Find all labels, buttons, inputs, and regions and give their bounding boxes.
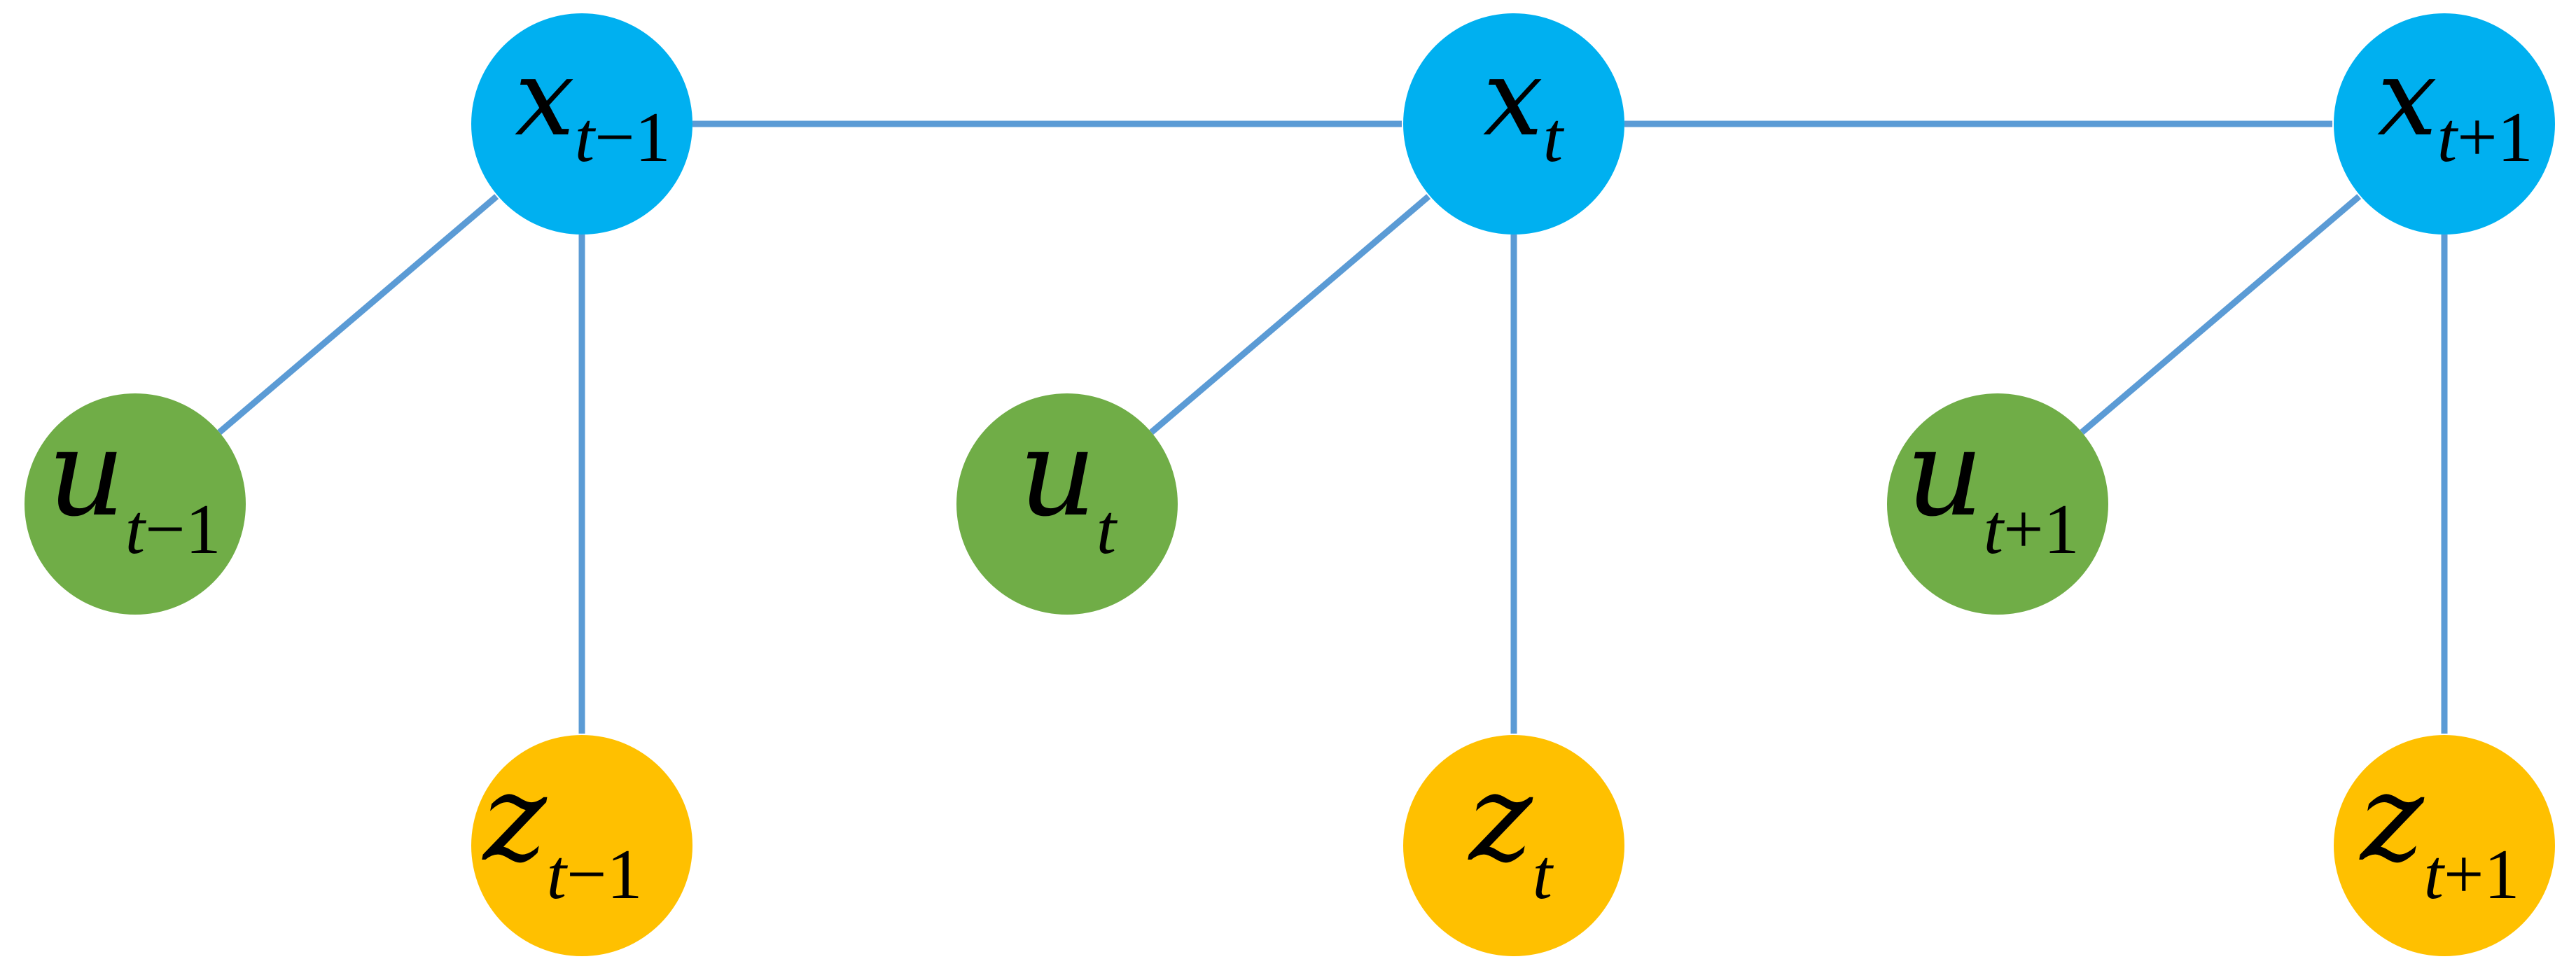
edge-layer bbox=[217, 120, 2448, 734]
node-u-next-label: ut+1 bbox=[1906, 402, 2080, 569]
edge-u-prev-to-x-prev bbox=[217, 194, 499, 435]
node-x-curr-circle bbox=[1403, 13, 1624, 234]
node-u-next: ut+1 bbox=[1887, 393, 2108, 615]
node-z-curr-var: z bbox=[1468, 748, 1533, 888]
node-x-curr-var: x bbox=[1483, 36, 1543, 160]
node-z-prev-var: z bbox=[482, 748, 548, 888]
node-z-next: zt+1 bbox=[2334, 735, 2555, 956]
node-u-prev-label: ut−1 bbox=[48, 402, 221, 569]
node-u-curr-var: u bbox=[1019, 402, 1096, 543]
node-u-next-subscript: t+1 bbox=[1984, 490, 2080, 569]
node-x-next-subscript: t+1 bbox=[2437, 98, 2533, 177]
node-z-curr: zt bbox=[1403, 735, 1624, 956]
node-u-prev: ut−1 bbox=[25, 393, 246, 615]
node-z-next-label: zt+1 bbox=[2359, 748, 2520, 914]
node-z-prev: zt−1 bbox=[471, 735, 692, 956]
node-x-prev-label: xt−1 bbox=[515, 36, 671, 177]
node-z-prev-label: zt−1 bbox=[482, 748, 643, 914]
node-u-prev-subscript: t−1 bbox=[125, 490, 221, 569]
node-x-next: xt+1 bbox=[2334, 13, 2555, 234]
node-u-curr-label: ut bbox=[1019, 402, 1118, 569]
node-z-next-circle bbox=[2334, 735, 2555, 956]
node-z-prev-subscript: t−1 bbox=[547, 835, 643, 914]
node-u-next-circle bbox=[1887, 393, 2108, 615]
node-u-prev-var: u bbox=[48, 402, 125, 543]
node-u-curr-subscript: t bbox=[1096, 490, 1118, 569]
node-x-next-var: x bbox=[2377, 36, 2437, 160]
edge-u-next-to-x-next bbox=[2080, 194, 2362, 435]
node-z-prev-circle bbox=[471, 735, 692, 956]
node-x-next-circle bbox=[2334, 13, 2555, 234]
node-z-curr-circle bbox=[1403, 735, 1624, 956]
node-x-curr-label: xt bbox=[1483, 36, 1565, 177]
node-u-curr: ut bbox=[956, 393, 1178, 615]
node-x-prev: xt−1 bbox=[471, 13, 692, 234]
node-z-curr-label: zt bbox=[1468, 748, 1554, 914]
node-z-curr-subscript: t bbox=[1533, 835, 1554, 914]
node-x-prev-circle bbox=[471, 13, 692, 234]
edge-u-curr-to-x-curr bbox=[1149, 194, 1431, 435]
node-z-next-var: z bbox=[2359, 748, 2425, 888]
node-x-curr-subscript: t bbox=[1543, 98, 1565, 177]
node-u-curr-circle bbox=[956, 393, 1178, 615]
node-u-prev-circle bbox=[25, 393, 246, 615]
node-u-next-var: u bbox=[1906, 402, 1984, 543]
node-x-curr: xt bbox=[1403, 13, 1624, 234]
node-x-prev-var: x bbox=[515, 36, 575, 160]
node-x-next-label: xt+1 bbox=[2377, 36, 2533, 177]
node-z-next-subscript: t+1 bbox=[2424, 835, 2520, 914]
node-x-prev-subscript: t−1 bbox=[575, 98, 671, 177]
